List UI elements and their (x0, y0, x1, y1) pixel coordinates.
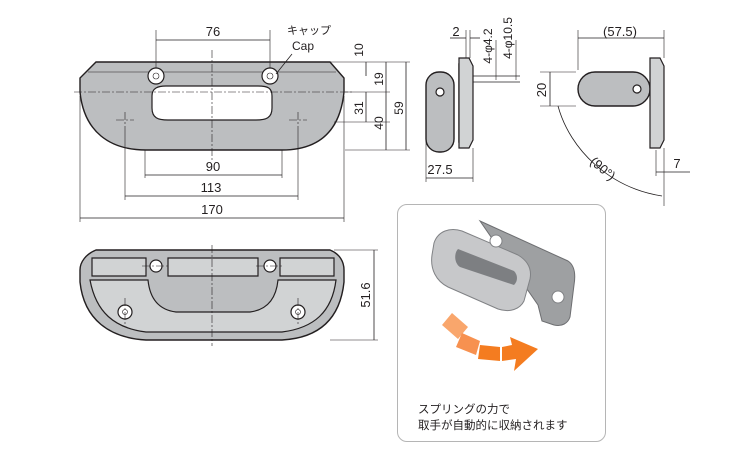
product-photo-panel: スプリングの力で 取手が自動的に収納されます (397, 204, 606, 442)
caption: スプリングの力で 取手が自動的に収納されます (418, 401, 608, 433)
dim-113: 113 (201, 180, 222, 195)
front-view: 76 キャップ Cap 90 113 170 10 19 31 40 59 (74, 24, 410, 222)
dim-40: 40 (372, 116, 386, 130)
dim-51-6: 51.6 (358, 282, 373, 307)
dim-76: 76 (206, 24, 220, 39)
dim-59: 59 (392, 101, 406, 115)
cap-label-en: Cap (292, 39, 314, 53)
cap-label-jp: キャップ (287, 24, 331, 37)
dim-phi-10-5: 4-φ10.5 (501, 17, 515, 59)
dim-20: 20 (534, 83, 549, 97)
dim-2: 2 (452, 24, 459, 39)
back-view: 51.6 (79, 245, 378, 346)
dim-170: 170 (201, 202, 223, 217)
caption-line-2: 取手が自動的に収納されます (418, 418, 568, 432)
dim-phi-4-2: 4-φ4.2 (481, 28, 495, 63)
dim-57-5: (57.5) (603, 24, 637, 39)
dim-31: 31 (352, 101, 366, 115)
dim-7: 7 (673, 156, 680, 171)
open-state-view: (57.5) 20 (90°) 7 (534, 24, 690, 206)
dim-10: 10 (352, 43, 366, 57)
dim-27-5: 27.5 (427, 162, 452, 177)
handle-render (431, 219, 576, 371)
side-view: 2 4-φ4.2 4-φ10.5 27.5 (425, 17, 520, 182)
dim-19: 19 (372, 72, 386, 86)
caption-line-1: スプリングの力で (418, 402, 510, 416)
dim-90: 90 (206, 159, 220, 174)
